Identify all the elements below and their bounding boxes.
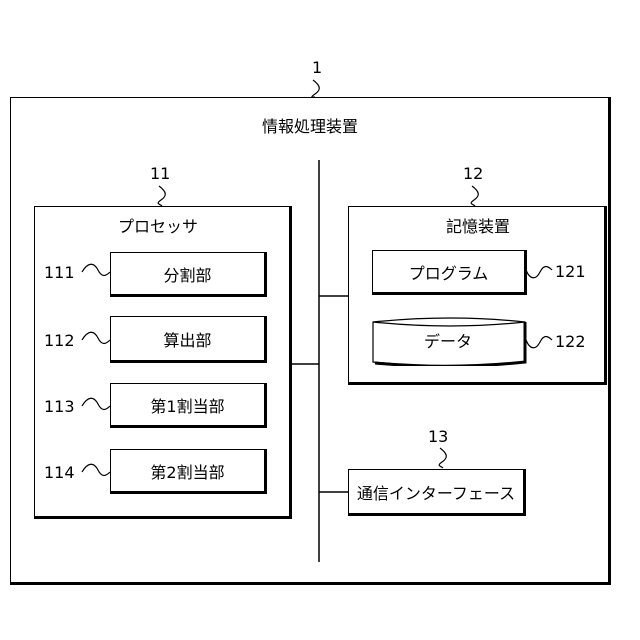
unit-111-ref: 111 [44, 263, 75, 283]
unit-113-box: 第1割当部 [110, 383, 267, 428]
unit-112-label: 算出部 [163, 327, 211, 351]
unit-111-label: 分割部 [163, 262, 211, 286]
unit-112-ref: 112 [44, 331, 75, 351]
unit-111-box: 分割部 [110, 252, 267, 297]
unit-114-box: 第2割当部 [110, 449, 267, 494]
program-label: プログラム [409, 260, 489, 284]
data-label: データ [424, 332, 472, 352]
comm-label: 通信インターフェース [357, 480, 515, 504]
data-ref: 122 [555, 332, 586, 352]
unit-113-ref: 113 [44, 397, 75, 417]
unit-112-box: 算出部 [110, 316, 267, 363]
unit-114-ref: 114 [44, 463, 75, 483]
unit-114-label: 第2割当部 [150, 459, 224, 483]
unit-113-label: 第1割当部 [150, 393, 224, 417]
processor-ref-label: 11 [150, 164, 170, 184]
storage-title: 記憶装置 [446, 217, 510, 237]
device-title: 情報処理装置 [262, 117, 358, 137]
device-ref-label: 1 [312, 58, 322, 78]
comm-box: 通信インターフェース [348, 469, 526, 516]
storage-ref-label: 12 [463, 164, 483, 184]
comm-ref-label: 13 [428, 427, 448, 447]
program-ref: 121 [555, 262, 586, 282]
processor-title: プロセッサ [118, 217, 198, 237]
program-box: プログラム [372, 250, 527, 295]
leader-1 [312, 80, 319, 97]
